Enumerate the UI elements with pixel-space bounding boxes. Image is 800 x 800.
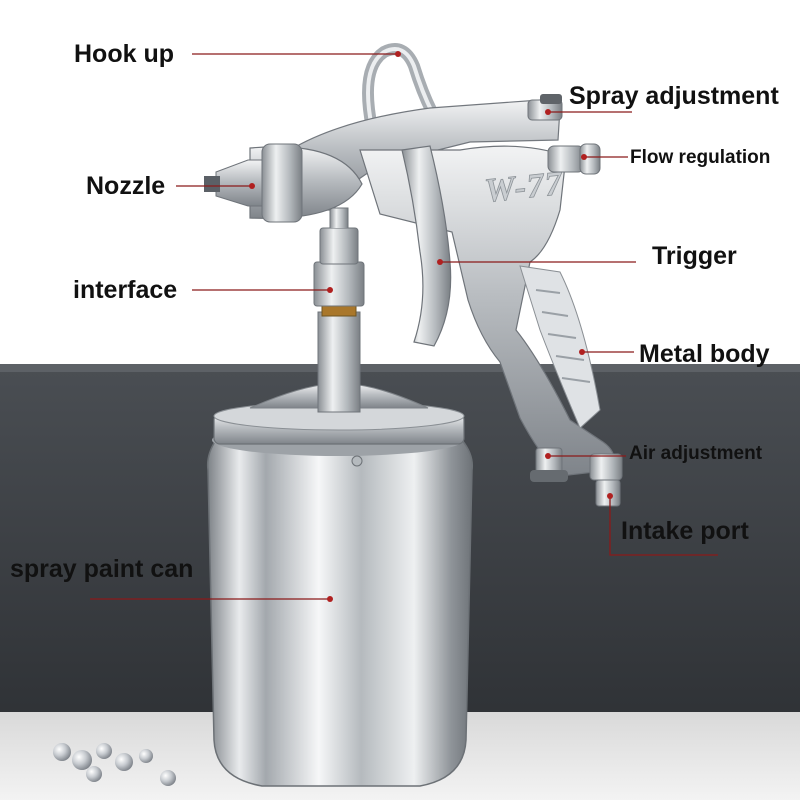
label-nozzle: Nozzle <box>86 172 166 200</box>
air-adjustment-knob <box>530 447 568 482</box>
callout-dots <box>249 51 613 602</box>
trigger <box>401 145 452 347</box>
feed-tube <box>313 207 365 413</box>
spray-adjustment-knob <box>527 94 563 121</box>
label-intake-port: Intake port <box>621 517 749 545</box>
label-interface: interface <box>73 276 178 304</box>
label-flow-regulation: Flow regulation <box>630 147 771 168</box>
intake-port-fitting <box>589 453 623 507</box>
nozzle-assembly <box>204 143 363 223</box>
flow-regulation-knob <box>547 143 601 175</box>
label-air-adjustment: Air adjustment <box>629 443 763 464</box>
decorative-beads <box>53 743 176 786</box>
label-spray-adjustment: Spray adjustment <box>569 82 779 110</box>
paint-can <box>206 383 474 787</box>
label-trigger: Trigger <box>652 242 737 270</box>
label-spray-paint-can: spray paint can <box>10 555 194 583</box>
grip-panel <box>519 265 601 429</box>
wall-top-edge <box>0 364 800 372</box>
label-metal-body: Metal body <box>639 340 770 368</box>
callout-lines <box>90 53 718 600</box>
label-hook-up: Hook up <box>74 40 174 68</box>
